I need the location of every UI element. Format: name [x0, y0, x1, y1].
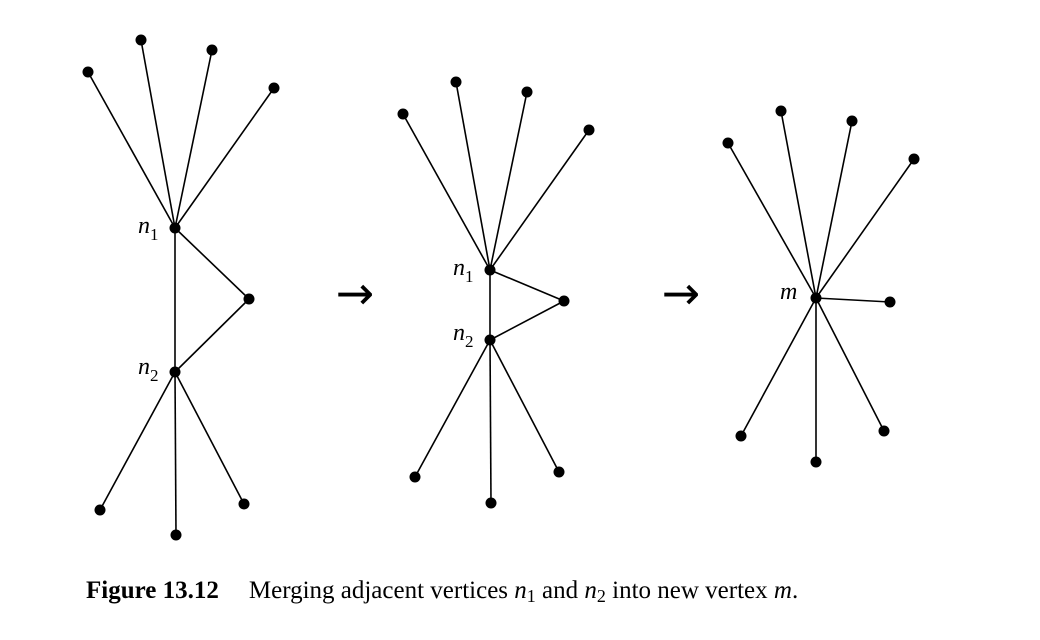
vertex — [558, 295, 570, 307]
vertex-n2 — [484, 334, 496, 346]
vertex — [243, 293, 255, 305]
edge — [99, 371, 176, 511]
edge — [815, 297, 885, 432]
edge — [174, 371, 245, 505]
vertex — [135, 34, 147, 46]
caption-sub-2: 2 — [596, 586, 606, 606]
vertex-n1 — [169, 222, 181, 234]
vertex — [409, 471, 421, 483]
edge — [780, 110, 817, 299]
edge — [414, 339, 491, 478]
edge — [174, 87, 275, 229]
edge — [489, 91, 528, 271]
edge — [174, 371, 177, 536]
vertex — [82, 66, 94, 78]
edge — [402, 113, 491, 271]
edge — [815, 158, 915, 299]
arrow-right-icon: → — [662, 266, 701, 320]
vertex — [722, 137, 734, 149]
vertex — [170, 529, 182, 541]
label-base: n — [138, 354, 150, 380]
caption-var-n1: n — [514, 577, 527, 604]
label-n1: n1 — [453, 255, 474, 286]
caption-text-end: . — [791, 577, 799, 604]
vertex — [908, 153, 920, 165]
label-base: n — [453, 255, 465, 281]
caption-sub-1: 1 — [526, 586, 536, 606]
edge — [815, 297, 891, 303]
vertex-n2 — [169, 366, 181, 378]
figure-number: Figure 13.12 — [86, 577, 219, 604]
edge — [489, 339, 492, 504]
label-n2: n2 — [138, 354, 159, 385]
edge — [815, 120, 853, 299]
graph-after: m — [722, 105, 920, 468]
vertex-m — [810, 292, 822, 304]
vertex — [846, 115, 858, 127]
label-m: m — [780, 279, 797, 305]
vertex — [775, 105, 787, 117]
vertex-n1 — [484, 264, 496, 276]
label-subscript: 1 — [465, 267, 474, 286]
vertex — [810, 456, 822, 468]
vertex — [94, 504, 106, 516]
label-base: m — [780, 279, 797, 305]
graph-before: n1 n2 — [82, 34, 280, 541]
edge — [140, 39, 176, 229]
vertex — [878, 425, 890, 437]
caption-text: Merging adjacent vertices — [248, 577, 515, 604]
caption-text-into: into new vertex — [605, 577, 774, 604]
graph-merge-diagram: n1 n2 → n1 n2 → — [82, 34, 920, 541]
label-subscript: 2 — [150, 366, 159, 385]
edge — [489, 339, 560, 473]
edge — [174, 227, 250, 300]
label-base: n — [453, 320, 465, 346]
edge — [174, 298, 250, 373]
vertex — [735, 430, 747, 442]
label-subscript: 2 — [465, 332, 474, 351]
vertex — [397, 108, 409, 120]
vertex — [485, 497, 497, 509]
vertex — [884, 296, 896, 308]
edge — [489, 300, 565, 341]
vertex — [583, 124, 595, 136]
edge — [87, 71, 176, 229]
graph-middle: n1 n2 — [397, 76, 595, 509]
edge — [455, 81, 491, 271]
vertex — [553, 466, 565, 478]
label-base: n — [138, 213, 150, 239]
vertex — [450, 76, 462, 88]
vertex — [521, 86, 533, 98]
edge — [727, 142, 817, 299]
edge — [740, 297, 817, 437]
edge — [489, 269, 565, 302]
edge — [174, 49, 213, 229]
caption-text-and: and — [535, 577, 585, 604]
caption-var-n2: n — [584, 577, 597, 604]
edge — [489, 129, 590, 271]
label-subscript: 1 — [150, 225, 159, 244]
vertex — [206, 44, 218, 56]
vertex — [238, 498, 250, 510]
arrow-right-icon: → — [336, 266, 375, 320]
caption-var-m: m — [773, 577, 792, 604]
vertex — [268, 82, 280, 94]
label-n2: n2 — [453, 320, 474, 351]
label-n1: n1 — [138, 213, 159, 244]
